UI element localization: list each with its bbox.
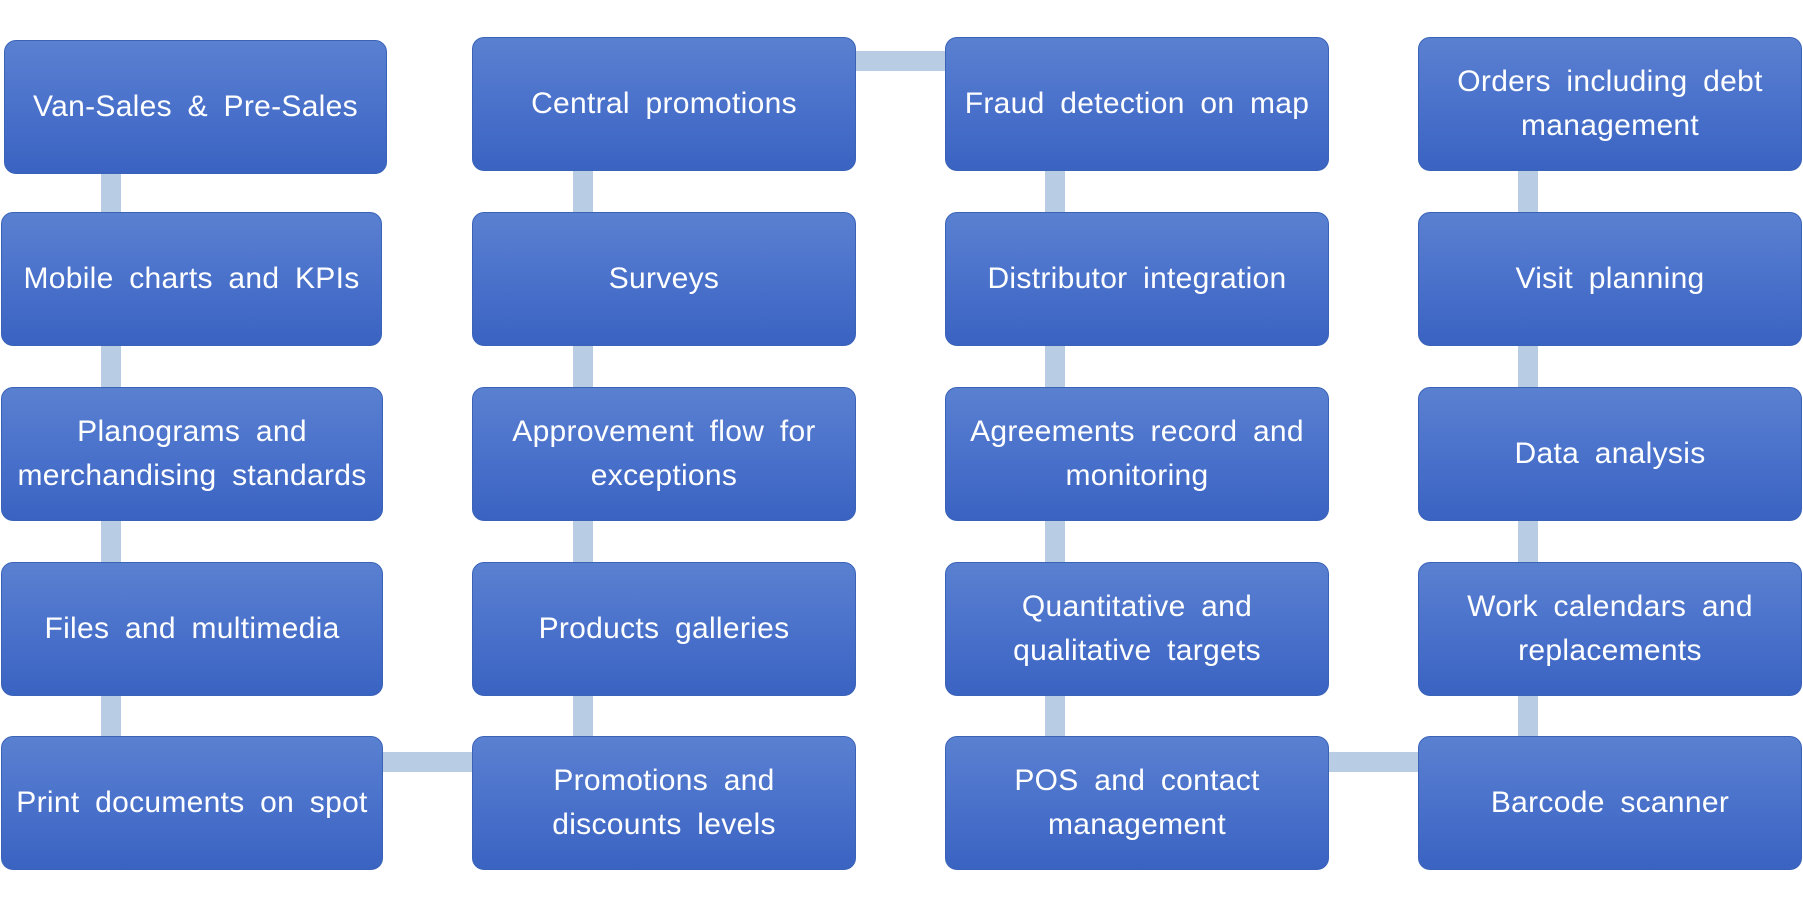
node-label: Products galleries (538, 612, 790, 645)
node-targets: Quantitative and qualitative targets (945, 562, 1329, 696)
node-label: Quantitative and qualitative targets (1013, 590, 1261, 667)
node-visit-planning: Visit planning (1418, 212, 1802, 346)
node-label: Mobile charts and KPIs (23, 262, 360, 295)
node-pos-contact: POS and contact management (945, 736, 1329, 870)
node-label: Files and multimedia (44, 612, 340, 645)
node-label: Work calendars and replacements (1467, 590, 1753, 667)
node-planograms: Planograms and merchandising standards (1, 387, 383, 521)
node-van-sales-pre-sales: Van-Sales & Pre-Sales (4, 40, 387, 174)
node-label: Planograms and merchandising standards (17, 415, 367, 492)
node-label: Agreements record and monitoring (970, 415, 1304, 492)
node-products-galleries: Products galleries (472, 562, 856, 696)
node-label: Visit planning (1515, 262, 1705, 295)
node-label: Fraud detection on map (964, 87, 1310, 120)
node-print-documents: Print documents on spot (1, 736, 383, 870)
node-work-calendars: Work calendars and replacements (1418, 562, 1802, 696)
node-label: Van-Sales & Pre-Sales (33, 90, 358, 123)
node-label: Print documents on spot (16, 786, 368, 819)
node-files-multimedia: Files and multimedia (1, 562, 383, 696)
node-surveys: Surveys (472, 212, 856, 346)
node-distributor-integration: Distributor integration (945, 212, 1329, 346)
node-agreements-record: Agreements record and monitoring (945, 387, 1329, 521)
connector-top-col2-col3 (852, 51, 952, 71)
node-label: Promotions and discounts levels (552, 764, 776, 841)
node-label: Distributor integration (987, 262, 1287, 295)
node-approvement-flow: Approvement flow for exceptions (472, 387, 856, 521)
node-data-analysis: Data analysis (1418, 387, 1802, 521)
node-label: Approvement flow for exceptions (512, 415, 816, 492)
node-label: Surveys (608, 262, 720, 295)
node-mobile-charts-kpis: Mobile charts and KPIs (1, 212, 382, 346)
node-central-promotions: Central promotions (472, 37, 856, 171)
node-orders-debt: Orders including debt management (1418, 37, 1802, 171)
node-fraud-detection: Fraud detection on map (945, 37, 1329, 171)
node-label: Central promotions (531, 87, 797, 120)
node-barcode-scanner: Barcode scanner (1418, 736, 1802, 870)
node-label: Data analysis (1514, 437, 1706, 470)
connector-bottom-col3-col4 (1325, 752, 1425, 772)
node-label: POS and contact management (1014, 764, 1260, 841)
node-promotions-discounts: Promotions and discounts levels (472, 736, 856, 870)
node-label: Barcode scanner (1490, 786, 1730, 819)
connector-bottom-col1-col2 (380, 752, 480, 772)
node-label: Orders including debt management (1457, 65, 1763, 142)
